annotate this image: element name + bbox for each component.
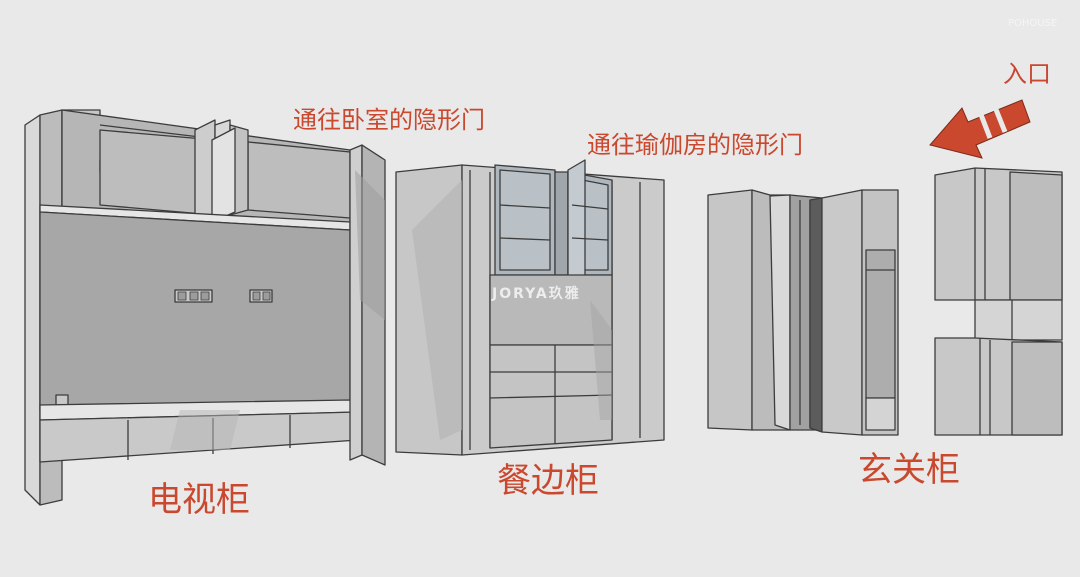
watermark-corner: POHOUSE	[1008, 18, 1058, 29]
watermark-brand: JORYA玖雅	[492, 286, 581, 302]
label-door-bedroom: 通往卧室的隐形门	[293, 106, 485, 134]
sideboard	[395, 159, 665, 456]
label-sideboard: 餐边柜	[497, 461, 599, 501]
label-tv-cabinet: 电视柜	[148, 480, 250, 520]
label-entry-cabinet: 玄关柜	[858, 450, 960, 490]
label-door-yoga: 通往瑜伽房的隐形门	[587, 131, 803, 159]
label-entrance: 入口	[1003, 60, 1051, 88]
arrow-icon	[929, 99, 1031, 159]
entry-cabinet	[707, 167, 1063, 436]
tv-cabinet	[24, 109, 386, 506]
